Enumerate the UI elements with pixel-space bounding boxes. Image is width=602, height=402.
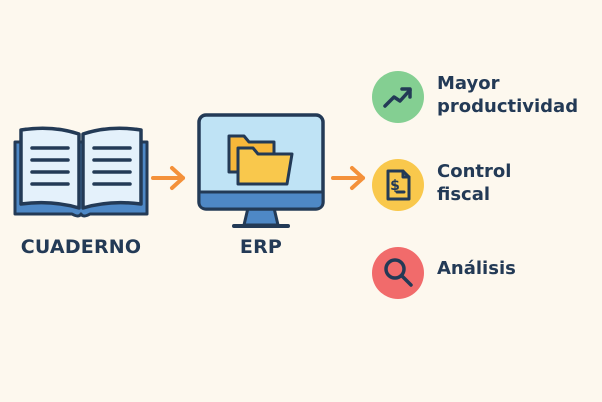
magnifier-icon — [372, 247, 424, 299]
arrow-right-icon — [151, 166, 185, 190]
erp-node — [196, 112, 326, 232]
arrow-right-icon — [331, 166, 365, 190]
benefit-productividad: Mayor productividad — [371, 70, 596, 124]
benefit-label: Análisis — [437, 257, 516, 280]
cuaderno-label: CUADERNO — [20, 236, 142, 258]
benefit-line1: Análisis — [437, 258, 516, 279]
benefit-label: Control fiscal — [437, 160, 511, 206]
benefit-line2: fiscal — [437, 184, 491, 205]
invoice-dollar-icon: $ — [372, 159, 424, 211]
trend-up-icon — [372, 71, 424, 123]
erp-label: ERP — [239, 236, 283, 258]
benefit-label: Mayor productividad — [437, 72, 578, 118]
cuaderno-node — [12, 124, 150, 218]
benefit-line1: Control — [437, 161, 512, 182]
benefit-line2: productividad — [437, 96, 579, 117]
open-book-icon — [13, 126, 149, 218]
benefit-line1: Mayor — [437, 73, 500, 94]
benefit-analisis: Análisis — [371, 246, 596, 300]
monitor-with-folders-icon — [197, 113, 325, 228]
svg-text:$: $ — [390, 178, 400, 194]
benefit-control-fiscal: $ Control fiscal — [371, 158, 596, 212]
